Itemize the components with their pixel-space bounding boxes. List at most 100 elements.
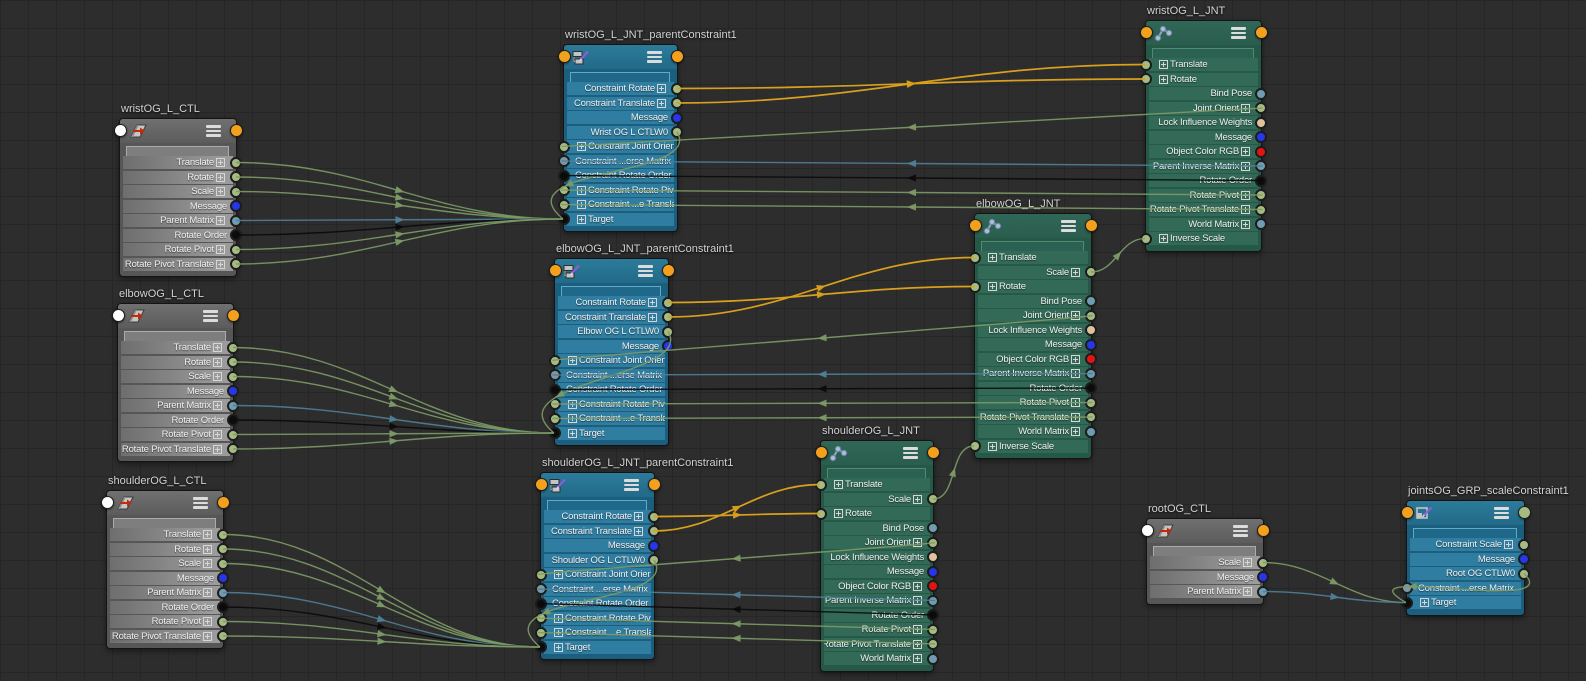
- expand-icon[interactable]: [1071, 354, 1080, 364]
- port-dot-message[interactable]: [927, 565, 939, 578]
- port-dot-objectColorRGB[interactable]: [1255, 145, 1267, 158]
- expand-icon[interactable]: [657, 98, 666, 108]
- node-output-state-dot[interactable]: [1518, 506, 1531, 519]
- edge-elbowCTL.rotatePivotTranslate-to-elbowPC.target[interactable]: [232, 432, 555, 450]
- edge-elbowCTL.scale-to-elbowPC.target[interactable]: [232, 375, 555, 434]
- expand-icon[interactable]: [988, 253, 997, 262]
- port-dot-bindPose[interactable]: [1255, 87, 1267, 100]
- port-dot-translate[interactable]: [969, 251, 981, 264]
- edge-wristCTL.rotatePivot-to-wristPC.target[interactable]: [235, 218, 564, 251]
- port-dot-objectColorRGB[interactable]: [1085, 353, 1097, 365]
- port-dot-rotateOrder[interactable]: [230, 229, 242, 241]
- port-dot-constraintTranslate[interactable]: [671, 97, 683, 109]
- expand-icon[interactable]: [203, 631, 212, 641]
- port-dot-constraintTranslate[interactable]: [648, 525, 660, 537]
- port-dot-w0[interactable]: [648, 554, 660, 566]
- expand-icon[interactable]: [834, 480, 843, 489]
- node-input-state-dot[interactable]: [558, 50, 571, 63]
- edge-elbowPC.constraintRotate-to-elbowJNT.rotate[interactable]: [667, 285, 975, 304]
- port-dot-parentInverseMatrix[interactable]: [1085, 367, 1097, 380]
- port-dot-scale[interactable]: [217, 557, 229, 570]
- port-dot-bindPose[interactable]: [927, 522, 939, 534]
- port-dot-message[interactable]: [648, 539, 660, 552]
- expand-icon[interactable]: [216, 187, 225, 196]
- menu-icon[interactable]: [1494, 507, 1509, 521]
- expand-icon[interactable]: [834, 509, 843, 518]
- edge-rootCTL.parentMatrix-to-scaleC.target[interactable]: [1262, 590, 1407, 604]
- port-dot-cPivotTranslate[interactable]: [558, 198, 570, 211]
- port-dot-cInverseMatrix[interactable]: [1401, 582, 1413, 594]
- edge-elbowPC.constraintTranslate-to-elbowJNT.translate[interactable]: [667, 256, 975, 318]
- expand-icon[interactable]: [1071, 398, 1080, 407]
- expand-icon[interactable]: [988, 282, 997, 291]
- edge-wristCTL.translate-to-wristPC.target[interactable]: [235, 161, 564, 220]
- expand-icon[interactable]: [203, 559, 212, 568]
- edge-wristCTL.scale-to-wristPC.target[interactable]: [235, 190, 564, 220]
- node-input-state-dot[interactable]: [969, 219, 982, 232]
- port-dot-w0[interactable]: [662, 325, 674, 338]
- node-header[interactable]: [107, 491, 223, 515]
- node-output-state-dot[interactable]: [927, 446, 940, 459]
- port-dot-cPivotTranslate[interactable]: [549, 412, 561, 425]
- edge-wristCTL.rotateOrder-to-wristPC.target[interactable]: [235, 218, 564, 236]
- expand-icon[interactable]: [1159, 60, 1168, 69]
- edge-shoulderCTL.rotate-to-shoulderPC.target[interactable]: [222, 548, 541, 648]
- expand-icon[interactable]: [216, 158, 225, 167]
- port-dot-rotatePivot[interactable]: [230, 243, 242, 256]
- port-dot-rotatePivot[interactable]: [217, 615, 229, 628]
- port-dot-message[interactable]: [230, 200, 242, 212]
- port-dot-rotate[interactable]: [969, 280, 981, 293]
- port-dot-rotatePivotTranslate[interactable]: [1255, 203, 1267, 216]
- node-output-state-dot[interactable]: [671, 50, 684, 63]
- port-dot-rotatePivotTranslate[interactable]: [217, 630, 229, 642]
- expand-icon[interactable]: [213, 430, 222, 439]
- expand-icon[interactable]: [1159, 234, 1168, 243]
- expand-icon[interactable]: [568, 414, 577, 423]
- edge-rootCTL.scale-to-scaleC.target[interactable]: [1262, 561, 1407, 604]
- port-dot-translate[interactable]: [227, 341, 239, 354]
- node-input-state-dot[interactable]: [815, 446, 828, 459]
- port-dot-parentInverseMatrix[interactable]: [1255, 160, 1267, 172]
- port-dot-cRotatePivot[interactable]: [558, 184, 570, 196]
- expand-icon[interactable]: [216, 245, 225, 254]
- menu-icon[interactable]: [1231, 27, 1246, 41]
- expand-icon[interactable]: [1504, 540, 1513, 549]
- port-dot-scale[interactable]: [230, 185, 242, 198]
- port-dot-message[interactable]: [227, 385, 239, 397]
- port-dot-scale[interactable]: [227, 370, 239, 383]
- port-dot-lockInfluenceWeights[interactable]: [1255, 116, 1267, 129]
- port-dot-worldMatrix[interactable]: [927, 652, 939, 665]
- expand-icon[interactable]: [1243, 558, 1252, 567]
- port-dot-constraintTranslate[interactable]: [662, 311, 674, 323]
- port-dot-scale[interactable]: [1085, 266, 1097, 278]
- expand-icon[interactable]: [913, 581, 922, 591]
- expand-icon[interactable]: [913, 596, 922, 605]
- port-dot-translate[interactable]: [230, 156, 242, 169]
- port-dot-target[interactable]: [558, 213, 570, 225]
- expand-icon[interactable]: [203, 588, 212, 597]
- port-dot-rotateOrder[interactable]: [1255, 174, 1267, 187]
- port-dot-cJointOrient[interactable]: [535, 568, 547, 581]
- node-input-state-dot[interactable]: [535, 478, 548, 491]
- port-dot-rotatePivot[interactable]: [227, 428, 239, 441]
- node-input-state-dot[interactable]: [1401, 506, 1414, 519]
- port-dot-rotate[interactable]: [1140, 73, 1152, 85]
- port-dot-message[interactable]: [1255, 131, 1267, 143]
- node-input-state-dot[interactable]: [1140, 26, 1153, 39]
- menu-icon[interactable]: [903, 447, 918, 461]
- expand-icon[interactable]: [213, 372, 222, 381]
- port-dot-message[interactable]: [1257, 571, 1269, 583]
- expand-icon[interactable]: [216, 216, 225, 225]
- edge-wristCTL.parentMatrix-to-wristPC.target[interactable]: [235, 218, 564, 222]
- edge-shoulderCTL.translate-to-shoulderPC.target[interactable]: [222, 533, 541, 648]
- port-dot-message[interactable]: [217, 572, 229, 584]
- expand-icon[interactable]: [1071, 412, 1080, 422]
- expand-icon[interactable]: [1159, 74, 1168, 84]
- expand-icon[interactable]: [1241, 205, 1250, 214]
